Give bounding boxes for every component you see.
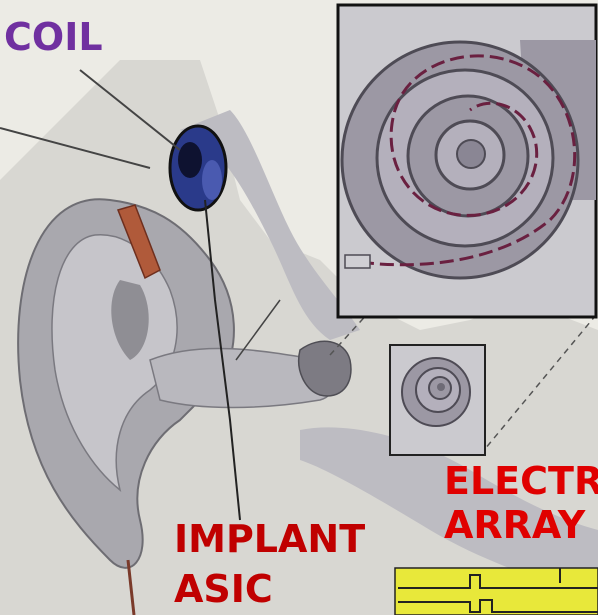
electrode-array-label-line2: ARRAY	[444, 506, 585, 544]
electrode-entry	[345, 255, 370, 268]
cochlea-small	[402, 358, 470, 426]
coil-magnet	[178, 142, 202, 178]
cochlea-large	[342, 42, 578, 278]
coil-receiver	[202, 160, 222, 200]
coil-label: COIL	[4, 18, 103, 56]
asic-chip	[395, 568, 598, 615]
implant-asic-label-line1: IMPLANT	[174, 520, 365, 558]
electrode-array-label-line1: ELECTR	[444, 462, 598, 500]
implant-asic-label-line2: ASIC	[174, 570, 273, 608]
